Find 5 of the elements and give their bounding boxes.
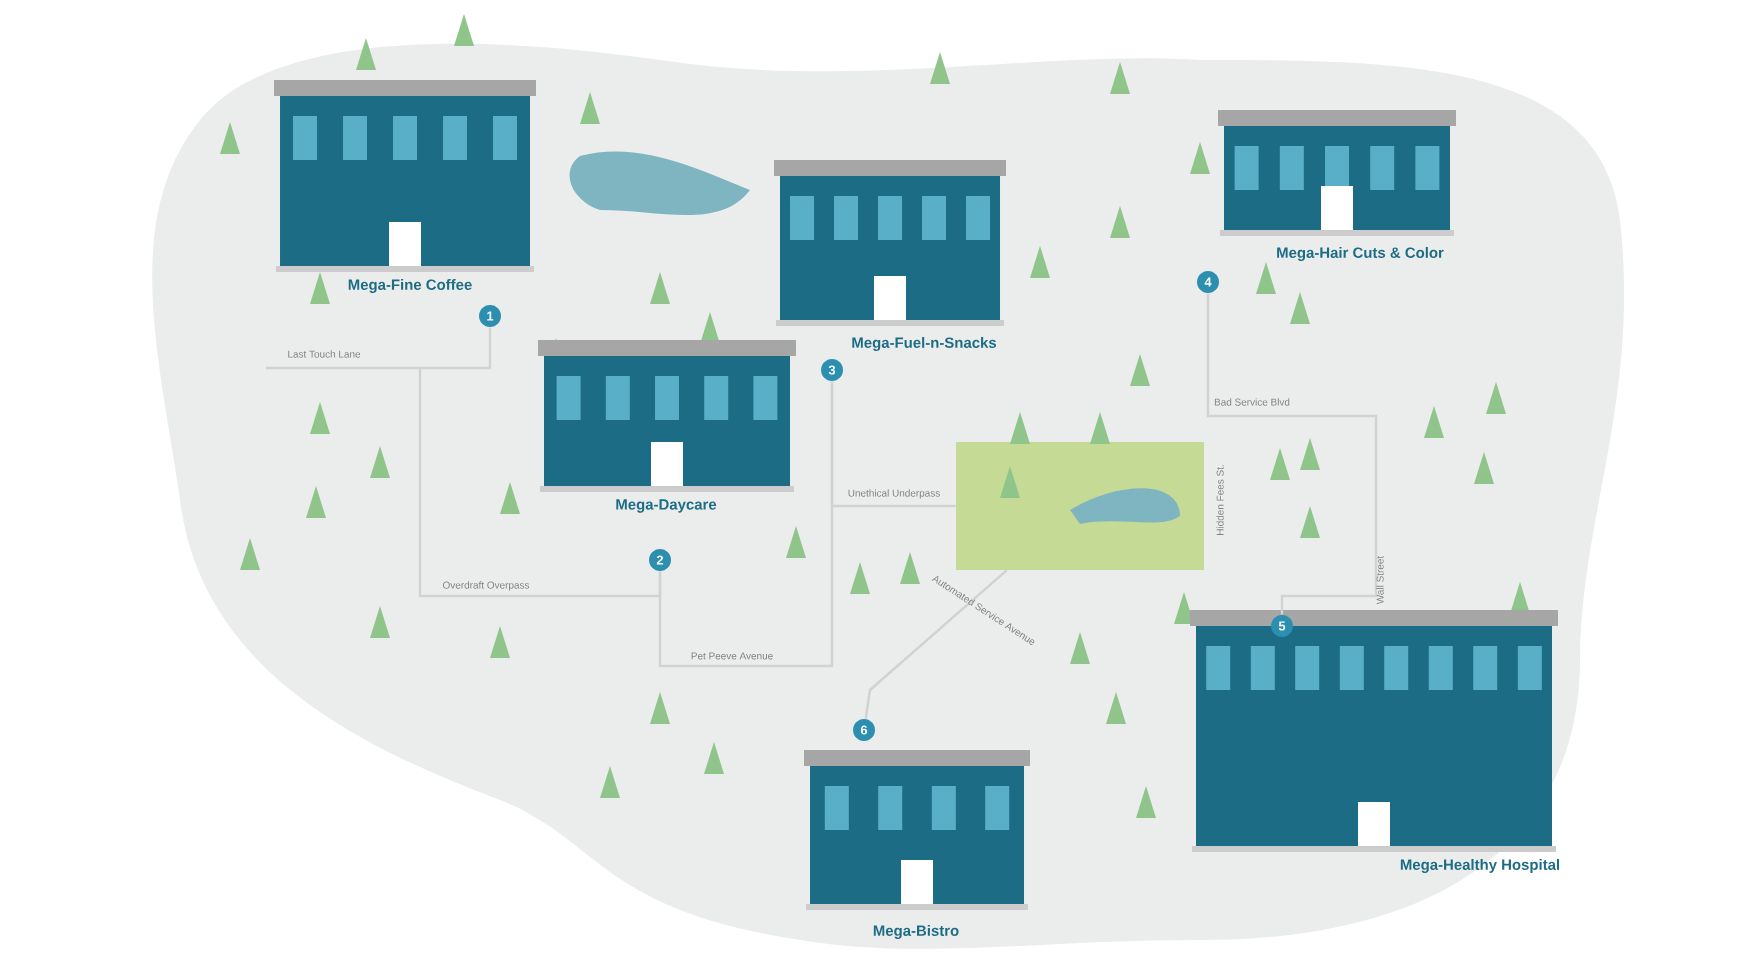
road <box>864 569 1008 719</box>
road <box>418 327 662 598</box>
road <box>1206 293 1378 615</box>
road <box>830 381 956 508</box>
park-drawing <box>956 442 1204 570</box>
